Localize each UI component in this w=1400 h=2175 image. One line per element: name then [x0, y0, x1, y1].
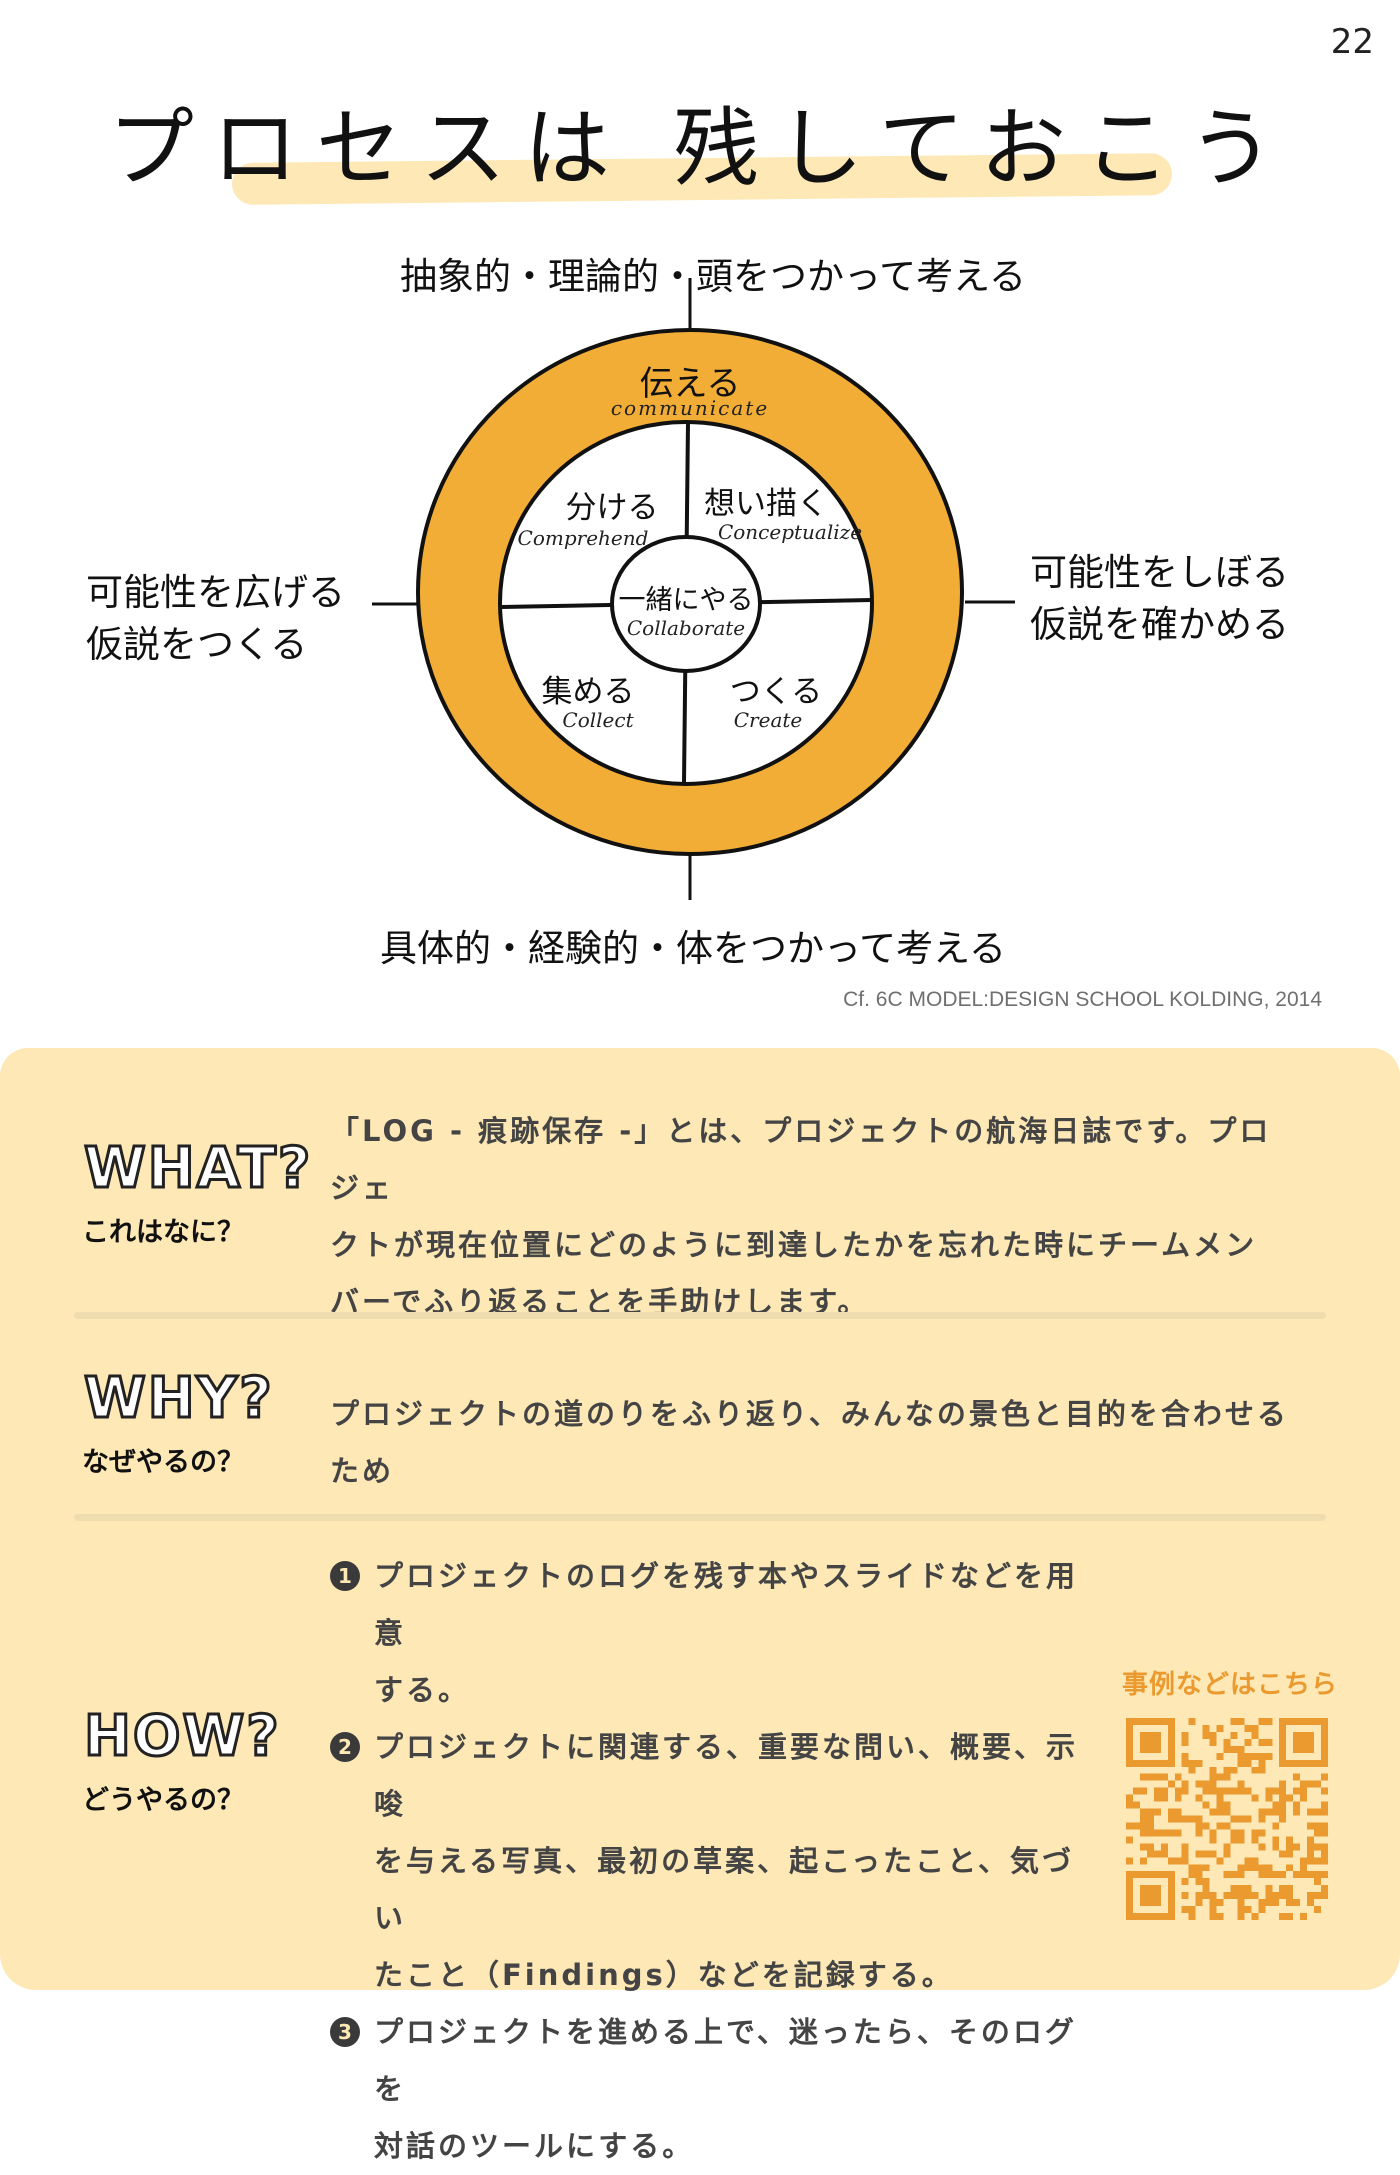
quadrant-comprehend-jp: 分ける: [565, 490, 659, 526]
how-step-2: 2 プロジェクトに関連する、重要な問い、概要、示唆 を与える写真、最初の草案、起…: [330, 1719, 1100, 2004]
axis-right-line-1: 可能性をしぼる: [1030, 551, 1289, 594]
what-description: 「LOG - 痕跡保存 -」とは、プロジェクトの航海日誌です。プロジェ クトが現…: [330, 1103, 1290, 1331]
how-subheading: どうやるの？: [82, 1785, 244, 1816]
axis-left-line-1: 可能性を広げる: [86, 571, 345, 614]
how-step-1-line-1: プロジェクトのログを残す本やスライドなどを用意: [374, 1559, 1079, 1650]
page-number: 22: [1330, 22, 1374, 62]
axis-top-label: 抽象的・理論的・頭をつかって考える: [400, 255, 1027, 298]
axis-left-label: 可能性を広げる 仮説をつくる: [86, 567, 345, 671]
axis-bottom-label: 具体的・経験的・体をつかって考える: [380, 927, 1007, 970]
cases-link-label[interactable]: 事例などはこちら: [1122, 1670, 1339, 1700]
quadrant-conceptualize-jp: 想い描く: [704, 486, 828, 522]
diagram-graphic: [372, 278, 1015, 900]
how-heading: HOW?: [83, 1703, 281, 1771]
center-label-jp: 一緒にやる: [618, 585, 754, 616]
ring-label-en: communicate: [610, 396, 770, 420]
how-step-1: 1 プロジェクトのログを残す本やスライドなどを用意 する。: [330, 1548, 1100, 1719]
how-steps: 1 プロジェクトのログを残す本やスライドなどを用意 する。 2 プロジェクトに関…: [330, 1548, 1100, 2175]
center-label-en: Collaborate: [626, 616, 746, 640]
divider-1: [74, 1312, 1326, 1319]
quadrant-collect-en: Collect: [562, 708, 634, 732]
how-step-1-line-2: する。: [374, 1673, 471, 1707]
axis-right-line-2: 仮説を確かめる: [1030, 603, 1289, 646]
how-step-3-line-1: プロジェクトを進める上で、迷ったら、そのログを: [374, 2015, 1077, 2106]
what-line-3: バーでふり返ることを手助けします。: [330, 1285, 870, 1319]
how-step-3: 3 プロジェクトを進める上で、迷ったら、そのログを 対話のツールにする。: [330, 2004, 1100, 2175]
what-line-1: 「LOG - 痕跡保存 -」とは、プロジェクトの航海日誌です。プロジェ: [330, 1114, 1272, 1205]
step-number-2: 2: [330, 1732, 360, 1762]
quadrant-comprehend-en: Comprehend: [517, 526, 649, 550]
axis-right-label: 可能性をしぼる 仮説を確かめる: [1030, 547, 1289, 651]
how-step-3-line-2: 対話のツールにする。: [374, 2129, 695, 2163]
step-number-3: 3: [330, 2017, 360, 2047]
quadrant-create-en: Create: [733, 708, 803, 732]
ring-label-jp: 伝える: [639, 364, 741, 404]
what-line-2: クトが現在位置にどのように到達したかを忘れた時にチームメン: [330, 1228, 1258, 1262]
what-subheading: これはなに？: [82, 1217, 244, 1248]
divider-2: [74, 1514, 1326, 1521]
how-step-2-line-1: プロジェクトに関連する、重要な問い、概要、示唆: [374, 1730, 1079, 1821]
why-heading: WHY?: [83, 1365, 274, 1433]
quadrant-create-jp: つくる: [729, 674, 823, 710]
6c-model-diagram: 抽象的・理論的・頭をつかって考える 具体的・経験的・体をつかって考える 可能性を…: [0, 220, 1400, 1000]
page-title: プロセスは 残しておこう: [107, 99, 1293, 199]
how-step-2-line-3: たこと（Findings）などを記録する。: [374, 1958, 954, 1992]
quadrant-conceptualize-en: Conceptualize: [717, 520, 863, 544]
axis-left-line-2: 仮説をつくる: [86, 623, 308, 666]
qr-code-icon[interactable]: [1126, 1718, 1328, 1920]
title-area: プロセスは 残しておこう: [0, 72, 1400, 205]
why-description: プロジェクトの道のりをふり返り、みんなの景色と目的を合わせるため: [330, 1397, 1289, 1488]
what-heading: WHAT?: [82, 1135, 313, 1203]
quadrant-collect-jp: 集める: [541, 674, 635, 710]
why-subheading: なぜやるの？: [82, 1447, 244, 1478]
step-number-1: 1: [330, 1561, 360, 1591]
citation: Cf. 6C MODEL:DESIGN SCHOOL KOLDING, 2014: [843, 988, 1322, 1011]
how-step-2-line-2: を与える写真、最初の草案、起こったこと、気づい: [374, 1844, 1074, 1935]
center-circle: [610, 535, 762, 673]
